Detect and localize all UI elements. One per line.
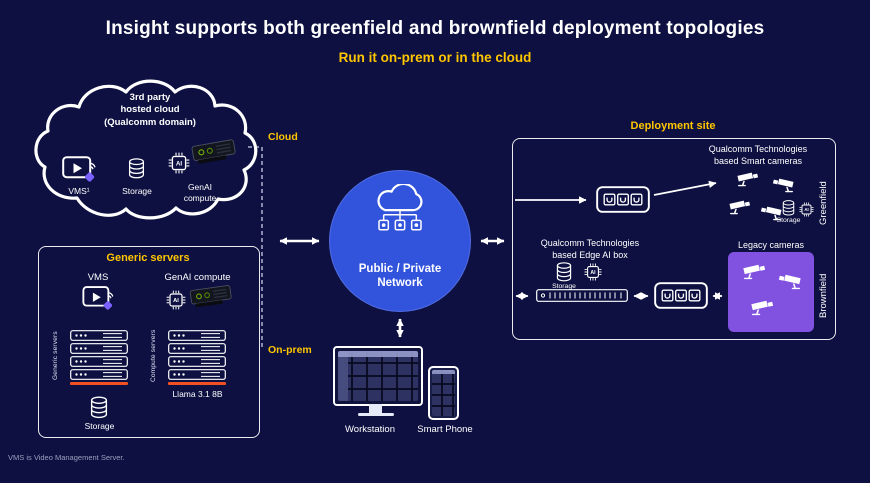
network-switch-icon: [596, 186, 650, 213]
ai-chip-icon: [168, 152, 190, 174]
edge-server-icon: [536, 289, 628, 302]
llama-label: Llama 3.1 8B: [172, 389, 223, 399]
storage-icon: [128, 158, 145, 179]
monitor-stand: [369, 404, 382, 413]
server-unit: [70, 343, 128, 354]
ai-chip-icon: [799, 202, 814, 217]
hosted-cloud-outline: [34, 79, 258, 220]
brownfield-side-label: Brownfield: [818, 273, 829, 319]
generic-vms-label: VMS: [87, 272, 109, 283]
workstation-label: Workstation: [345, 424, 395, 435]
network-label: Public / Private Network: [358, 263, 442, 290]
camera-icon: [728, 198, 753, 216]
server-unit: [168, 330, 226, 341]
onprem-connector-label: On-prem: [268, 344, 312, 356]
network-switch-icon: [654, 282, 708, 309]
generic-storage-label: Storage: [84, 421, 115, 431]
smart-phone: [428, 366, 459, 420]
legacy-cameras-box: [728, 252, 814, 332]
ai-chip-icon: [166, 290, 186, 310]
footnote: VMS is Video Management Server.: [8, 453, 125, 462]
edge-ai-box-label: Qualcomm Technologies based Edge AI box: [540, 238, 640, 260]
server-accent-strip: [70, 382, 128, 385]
camera-icon: [776, 272, 802, 291]
generic-genai-label: GenAI compute: [164, 272, 231, 283]
arrow-switch-to-cameras: [653, 180, 717, 196]
storage-icon: [90, 396, 108, 419]
generic-servers-box: [38, 246, 260, 438]
legacy-cameras-label: Legacy cameras: [737, 240, 805, 250]
server-unit: [70, 369, 128, 380]
camera-icon: [770, 176, 795, 194]
smart-phone-label: Smart Phone: [417, 424, 473, 435]
phone-screen: [432, 370, 455, 416]
cloud-connector-label: Cloud: [268, 131, 298, 143]
page-subtitle: Run it on-prem or in the cloud: [338, 50, 532, 65]
workstation-screen: [338, 351, 418, 401]
vms-icon: [82, 286, 114, 311]
generic-servers-title: Generic servers: [106, 252, 190, 264]
server-unit: [168, 343, 226, 354]
server-accent-strip: [168, 382, 226, 385]
greenfield-storage-label: Storage: [776, 217, 801, 224]
page-title: Insight supports both greenfield and bro…: [105, 18, 765, 39]
cloud-storage-label: Storage: [122, 186, 152, 196]
camera-icon: [750, 298, 776, 317]
smart-cameras-label: Qualcomm Technologies based Smart camera…: [708, 144, 808, 166]
workstation-monitor: [333, 346, 423, 406]
storage-icon: [556, 262, 572, 282]
server-unit: [70, 330, 128, 341]
cloud-network-icon: [363, 184, 437, 240]
deployment-site-title: Deployment site: [630, 120, 716, 132]
compute-stack-label: Compute servers: [150, 329, 157, 383]
monitor-base: [358, 413, 394, 416]
server-unit: [168, 356, 226, 367]
greenfield-side-label: Greenfield: [818, 181, 829, 225]
brownfield-storage-label: Storage: [552, 283, 576, 290]
cloud-vms-label: VMS¹: [68, 186, 90, 196]
ai-chip-icon: [584, 263, 602, 281]
camera-icon: [736, 170, 761, 188]
server-unit: [70, 356, 128, 367]
camera-icon: [742, 262, 768, 281]
deployment-site-box: [512, 138, 836, 340]
server-unit: [168, 369, 226, 380]
cloud-genai-label: GenAI compute: [183, 182, 217, 203]
public-private-network: [329, 170, 471, 312]
generic-stack-label: Generic servers: [52, 331, 59, 381]
vms-icon: [62, 156, 96, 183]
storage-icon: [782, 200, 795, 216]
hosted-cloud-title: 3rd party hosted cloud (Qualcomm domain): [104, 92, 196, 128]
